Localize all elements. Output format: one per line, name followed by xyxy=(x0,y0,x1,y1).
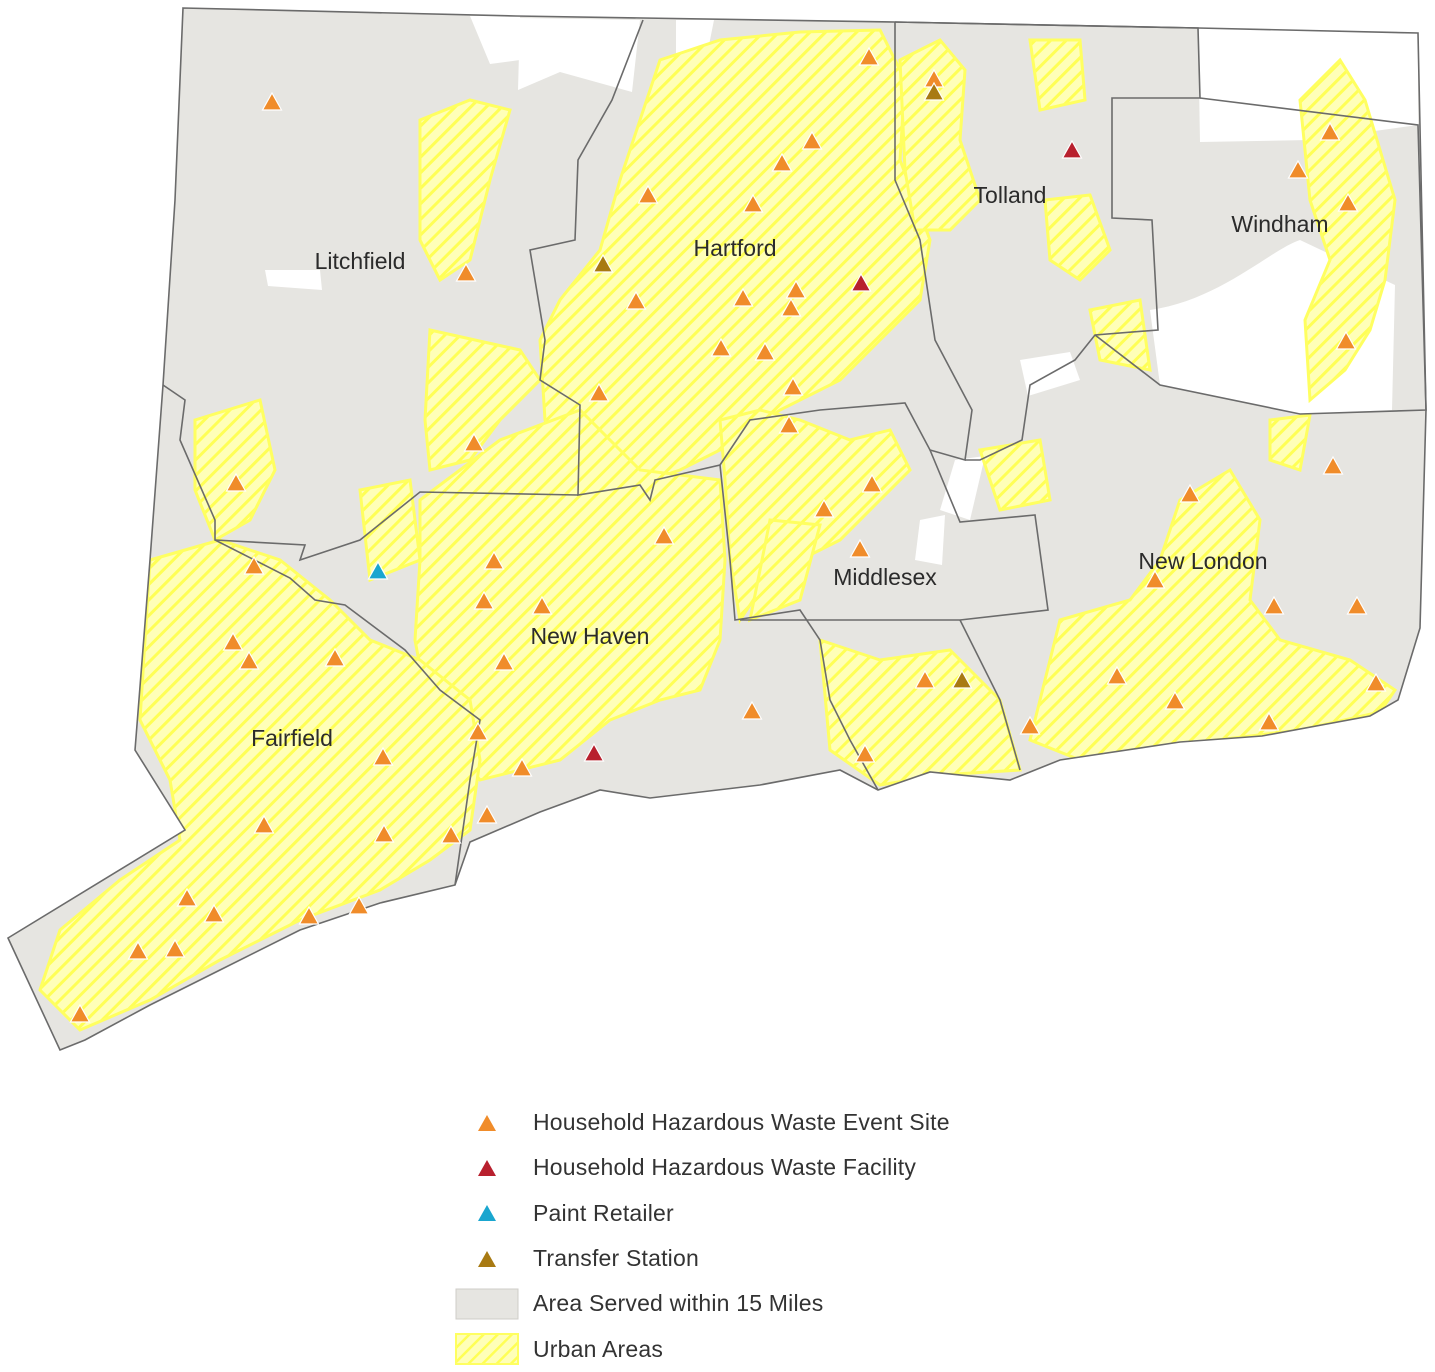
county-label-middlesex: Middlesex xyxy=(833,564,937,590)
event-site-marker xyxy=(653,525,675,545)
legend-item-facility: Household Hazardous Waste Facility xyxy=(455,1145,1015,1190)
orange-triangle-icon xyxy=(455,1106,519,1140)
event-site-marker xyxy=(1319,121,1341,141)
event-site-marker xyxy=(373,823,395,843)
county-label-windham: Windham xyxy=(1231,211,1328,237)
transfer-station-marker xyxy=(923,81,945,101)
event-site-marker xyxy=(1144,569,1166,589)
legend-label: Household Hazardous Waste Event Site xyxy=(533,1109,950,1136)
hatch-swatch-icon xyxy=(455,1332,519,1366)
legend-item-event-site: Household Hazardous Waste Event Site xyxy=(455,1100,1015,1145)
event-site-marker xyxy=(861,473,883,493)
legend-item-transfer-station: Transfer Station xyxy=(455,1236,1015,1281)
event-site-marker xyxy=(1263,595,1285,615)
event-site-marker xyxy=(222,631,244,651)
event-site-marker xyxy=(493,651,515,671)
event-site-marker xyxy=(463,432,485,452)
event-site-marker xyxy=(455,262,477,282)
event-site-marker xyxy=(203,903,225,923)
event-site-marker xyxy=(1106,665,1128,685)
legend-label: Area Served within 15 Miles xyxy=(533,1290,824,1317)
event-site-marker xyxy=(225,472,247,492)
county-label-fairfield: Fairfield xyxy=(251,725,333,751)
legend-item-urban-areas: Urban Areas xyxy=(455,1326,1015,1371)
event-site-marker xyxy=(238,650,260,670)
event-site-marker xyxy=(1322,455,1344,475)
event-site-marker xyxy=(176,887,198,907)
event-site-marker xyxy=(1287,159,1309,179)
event-site-marker xyxy=(1346,595,1368,615)
event-site-marker xyxy=(476,804,498,824)
event-site-marker xyxy=(1337,192,1359,212)
county-labels: Litchfield Hartford Tolland Windham Fair… xyxy=(251,182,1328,751)
event-site-marker xyxy=(440,824,462,844)
legend-label: Paint Retailer xyxy=(533,1199,674,1226)
event-site-marker xyxy=(771,152,793,172)
county-label-tolland: Tolland xyxy=(974,182,1047,208)
legend-label: Transfer Station xyxy=(533,1245,699,1272)
event-site-marker xyxy=(858,46,880,66)
event-site-marker xyxy=(164,938,186,958)
event-site-marker xyxy=(69,1003,91,1023)
event-site-marker xyxy=(782,376,804,396)
transfer-station-marker xyxy=(951,669,973,689)
county-label-hartford: Hartford xyxy=(693,235,776,261)
facility-marker xyxy=(850,272,872,292)
event-site-marker xyxy=(813,498,835,518)
county-label-litchfield: Litchfield xyxy=(315,248,406,274)
transfer-station-marker xyxy=(592,253,614,273)
event-site-marker xyxy=(1019,715,1041,735)
event-site-marker xyxy=(742,193,764,213)
event-site-marker xyxy=(372,746,394,766)
event-site-marker xyxy=(732,287,754,307)
event-site-marker xyxy=(854,743,876,763)
event-site-marker xyxy=(625,290,647,310)
event-site-marker xyxy=(483,550,505,570)
county-label-new-haven: New Haven xyxy=(531,623,650,649)
event-site-marker xyxy=(473,590,495,610)
event-site-marker xyxy=(348,895,370,915)
facility-marker xyxy=(583,742,605,762)
event-site-marker xyxy=(261,91,283,111)
event-site-marker xyxy=(588,382,610,402)
event-site-marker xyxy=(1365,672,1387,692)
site-markers xyxy=(69,46,1387,1023)
county-label-new-london: New London xyxy=(1138,548,1267,574)
legend-item-paint-retailer: Paint Retailer xyxy=(455,1191,1015,1236)
event-site-marker xyxy=(710,337,732,357)
facility-marker xyxy=(1061,139,1083,159)
blue-triangle-icon xyxy=(455,1196,519,1230)
event-site-marker xyxy=(511,757,533,777)
event-site-marker xyxy=(253,814,275,834)
legend-label: Household Hazardous Waste Facility xyxy=(533,1154,917,1181)
legend-label: Urban Areas xyxy=(533,1335,664,1362)
event-site-marker xyxy=(243,555,265,575)
event-site-marker xyxy=(914,669,936,689)
grey-area-swatch-icon xyxy=(455,1287,519,1321)
event-site-marker xyxy=(1179,483,1201,503)
event-site-marker xyxy=(801,130,823,150)
event-site-marker xyxy=(778,414,800,434)
brown-triangle-icon xyxy=(455,1242,519,1276)
legend-item-served-area: Area Served within 15 Miles xyxy=(455,1281,1015,1326)
event-site-marker xyxy=(324,647,346,667)
event-site-marker xyxy=(785,279,807,299)
event-site-marker xyxy=(741,700,763,720)
paint-retailer-marker xyxy=(367,560,389,580)
event-site-marker xyxy=(780,297,802,317)
event-site-marker xyxy=(1164,690,1186,710)
event-site-marker xyxy=(298,905,320,925)
connecticut-map: Litchfield Hartford Tolland Windham Fair… xyxy=(6,7,1427,1052)
event-site-marker xyxy=(754,341,776,361)
red-triangle-icon xyxy=(455,1151,519,1185)
event-site-marker xyxy=(467,721,489,741)
event-site-marker xyxy=(849,538,871,558)
event-site-marker xyxy=(637,184,659,204)
event-site-marker xyxy=(127,940,149,960)
event-site-marker xyxy=(1258,711,1280,731)
county-borders xyxy=(6,7,1427,1052)
event-site-marker xyxy=(1335,330,1357,350)
map-legend: Household Hazardous Waste Event Site Hou… xyxy=(455,1100,1015,1372)
event-site-marker xyxy=(531,595,553,615)
